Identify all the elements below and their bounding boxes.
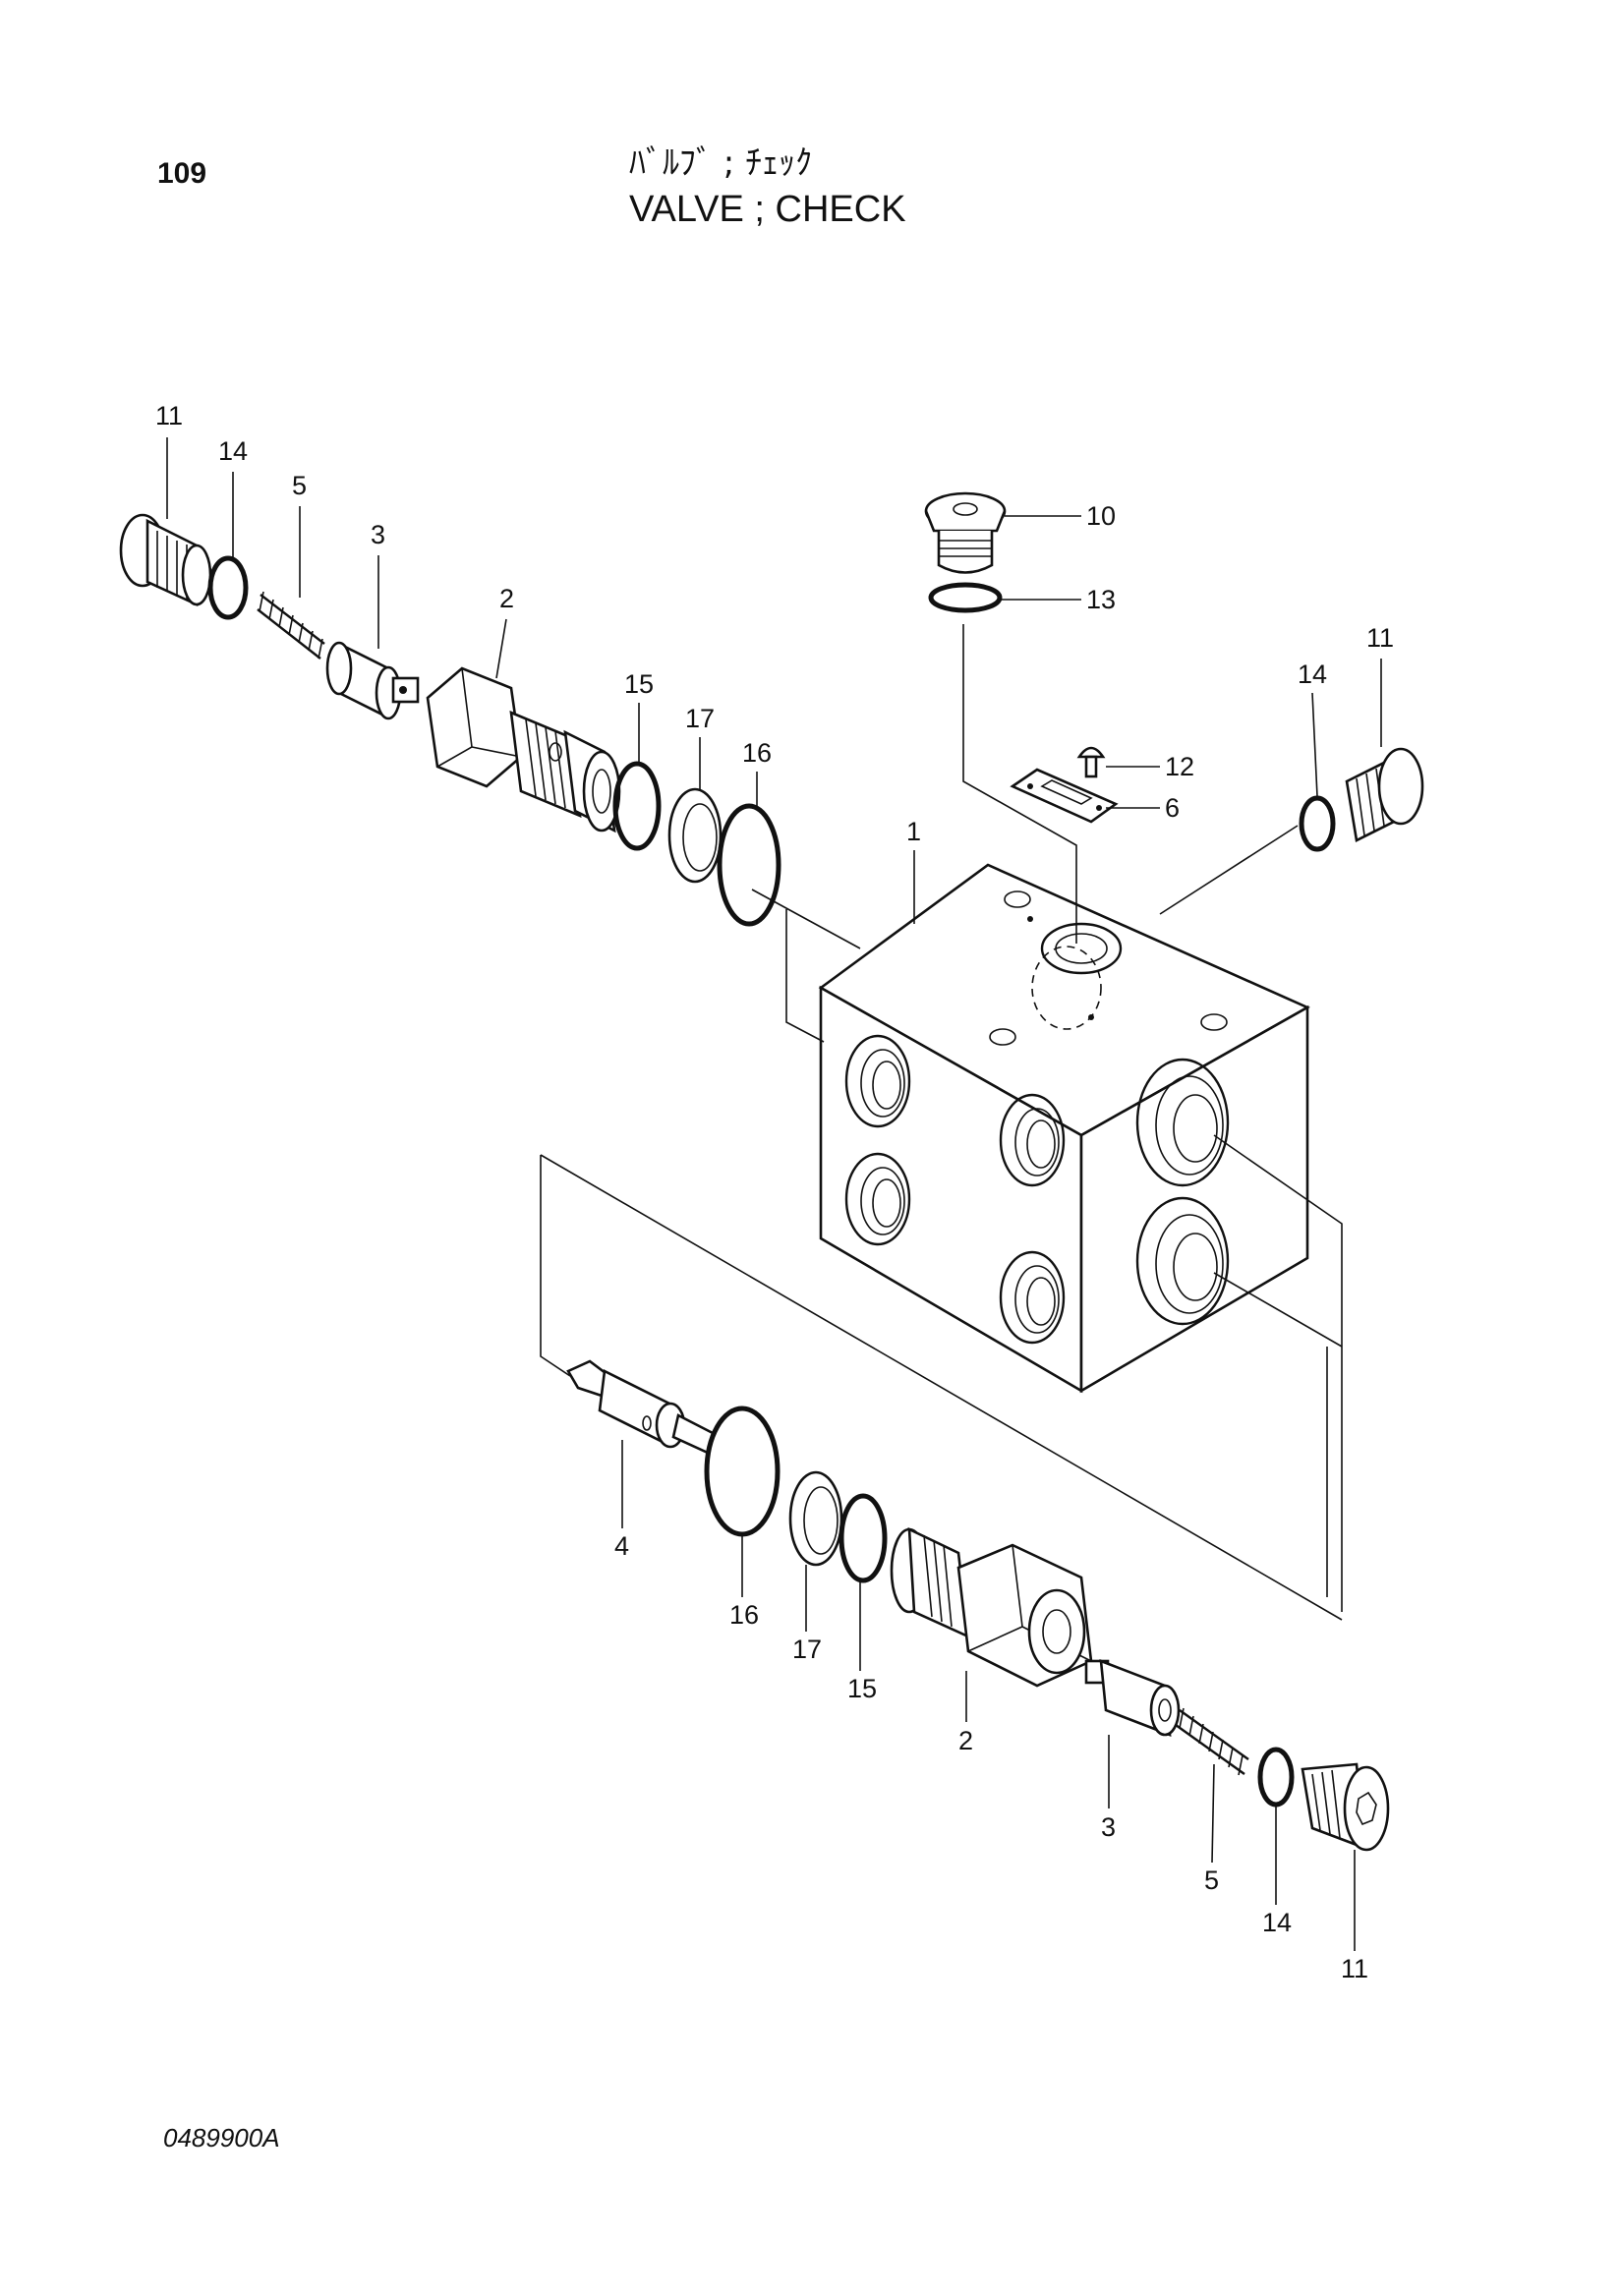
title-japanese: ﾊﾞﾙﾌﾞ ; ﾁｪｯｸ (629, 144, 813, 183)
callout-12: 12 (1165, 752, 1194, 781)
callout-16-lower: 16 (729, 1600, 759, 1630)
spring-5-lower (1175, 1707, 1249, 1776)
screw-12 (1076, 746, 1106, 778)
o-ring-13 (928, 582, 1003, 613)
callout-17-lower: 17 (792, 1635, 822, 1664)
document-code: 0489900A (163, 2123, 280, 2152)
plug-11-upper-left (119, 513, 212, 607)
callout-2-lower: 2 (958, 1726, 973, 1755)
callout-14-upper-left: 14 (218, 436, 248, 466)
o-ring-15-lower (839, 1493, 888, 1583)
valve-body (818, 863, 1310, 1394)
callout-2-upper: 2 (499, 584, 514, 613)
callout-17-upper: 17 (685, 704, 715, 733)
callout-4: 4 (614, 1531, 629, 1561)
callout-14-upper-right: 14 (1298, 660, 1327, 689)
o-ring-14-lower (1257, 1747, 1295, 1808)
cartridge-2-upper (426, 666, 621, 833)
side-ports (1135, 1058, 1230, 1326)
callout-labels: 11 14 5 3 2 15 17 16 1 10 13 12 6 14 11 … (155, 401, 1394, 1983)
piston-3-lower (1084, 1659, 1181, 1737)
callout-3-lower: 3 (1101, 1812, 1116, 1842)
callout-leaders (166, 437, 1382, 1951)
piston-3-upper (325, 641, 420, 720)
callout-5-lower: 5 (1204, 1866, 1219, 1895)
callout-13: 13 (1086, 585, 1116, 614)
plug-11-lower (1301, 1762, 1390, 1852)
o-ring-16-upper (717, 803, 781, 927)
o-ring-14-upper-left (207, 555, 249, 620)
callout-11-lower: 11 (1341, 1954, 1368, 1983)
callout-6: 6 (1165, 793, 1180, 823)
o-ring-15-upper (612, 761, 662, 851)
o-ring-16-lower (704, 1406, 781, 1537)
callout-16-upper: 16 (742, 738, 772, 768)
callout-10: 10 (1086, 501, 1116, 531)
backup-ring-17-lower (788, 1470, 843, 1567)
plug-11-upper-right (1345, 747, 1424, 842)
poppet-4 (566, 1359, 715, 1455)
callout-11-upper-right: 11 (1366, 623, 1394, 653)
callout-15-lower: 15 (847, 1674, 877, 1703)
callout-1: 1 (906, 817, 921, 846)
page-number: 109 (157, 157, 207, 190)
cartridge-2-lower (890, 1526, 1093, 1688)
backup-ring-17-upper (667, 787, 723, 884)
o-ring-14-upper-right (1299, 795, 1336, 852)
callout-3-upper: 3 (371, 520, 385, 549)
assembly-lines (540, 624, 1343, 1621)
spring-5-upper (257, 591, 325, 660)
callout-14-lower: 14 (1262, 1908, 1292, 1937)
plate-6 (1010, 768, 1119, 824)
title-english: VALVE ; CHECK (629, 189, 906, 230)
callout-11-upper-left: 11 (155, 401, 183, 430)
front-ports (844, 1034, 1066, 1345)
callout-15-upper: 15 (624, 669, 654, 699)
plug-10 (924, 491, 1007, 574)
callout-5-upper: 5 (292, 471, 307, 500)
